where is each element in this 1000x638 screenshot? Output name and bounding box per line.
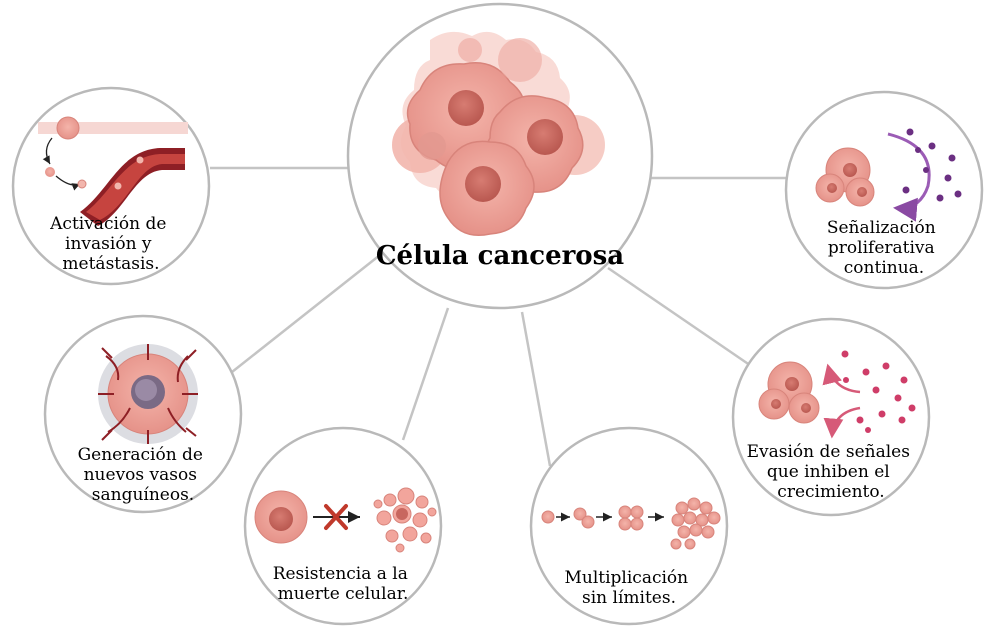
center-node: Célula cancerosa bbox=[346, 2, 654, 310]
angiogenesis-label: Generación de nuevos vasos sanguíneos. bbox=[78, 445, 209, 505]
connector-angiogenesis bbox=[231, 254, 381, 373]
cancer-cell-cluster-icon bbox=[392, 31, 605, 236]
multiplication-node: Multiplicación sin límites. bbox=[529, 426, 729, 626]
death-node: Resistencia a la muerte celular. bbox=[243, 426, 443, 626]
angiogenesis-icon bbox=[98, 344, 198, 444]
death-label: Resistencia a la muerte celular. bbox=[273, 564, 414, 604]
signaling-circle bbox=[784, 90, 984, 290]
angiogenesis-node: Generación de nuevos vasos sanguíneos. bbox=[43, 314, 243, 514]
connector-evasion bbox=[607, 266, 761, 374]
evasion-node: Evasión de señales que inhiben el crecim… bbox=[731, 317, 931, 517]
connectors bbox=[210, 166, 792, 467]
connector-multiplication bbox=[520, 311, 552, 467]
cross-icon bbox=[324, 504, 348, 530]
connector-death bbox=[401, 307, 450, 441]
invasion-label: Activación de invasión y metástasis. bbox=[49, 214, 172, 274]
invasion-node: Activación de invasión y metástasis. bbox=[11, 86, 211, 286]
signaling-node: Señalización proliferativa continua. bbox=[784, 90, 984, 290]
proliferative-signaling-icon bbox=[815, 128, 962, 222]
evasion-label: Evasión de señales que inhiben el crecim… bbox=[747, 442, 916, 502]
invasion-metastasis-icon bbox=[38, 116, 188, 226]
signaling-label: Señalización proliferativa continua. bbox=[827, 218, 941, 278]
multiplication-label: Multiplicación sin límites. bbox=[564, 568, 693, 608]
growth-suppressor-evasion-icon bbox=[758, 350, 916, 439]
uncontrolled-multiplication-icon bbox=[541, 497, 721, 550]
apoptosis-resistance-icon bbox=[254, 487, 437, 553]
center-title: Célula cancerosa bbox=[376, 241, 624, 271]
